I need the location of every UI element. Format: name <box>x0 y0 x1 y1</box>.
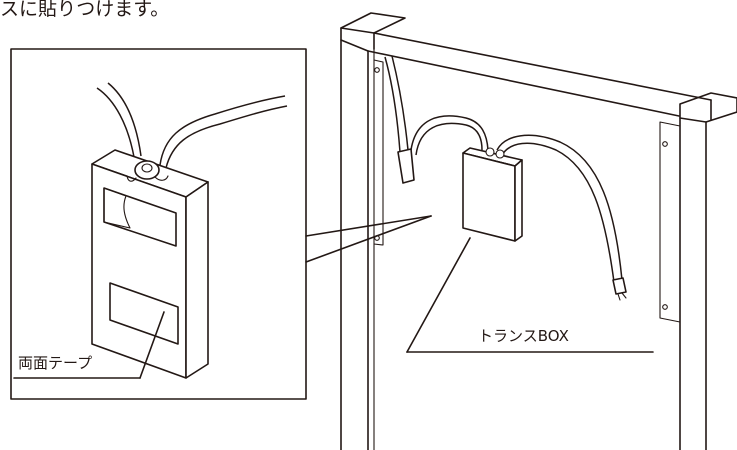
callout-leaders <box>13 237 654 379</box>
frame-wires <box>384 55 627 301</box>
double-sided-tape-label: 両面テープ <box>18 354 93 372</box>
transformer-box-label: トランスBOX <box>478 327 569 345</box>
zoom-leader <box>305 215 432 263</box>
detail-inset <box>10 48 307 400</box>
transformer-box-small <box>462 147 523 242</box>
cabinet-frame <box>340 12 737 450</box>
instruction-text: スに貼りつけます。 <box>0 0 170 20</box>
